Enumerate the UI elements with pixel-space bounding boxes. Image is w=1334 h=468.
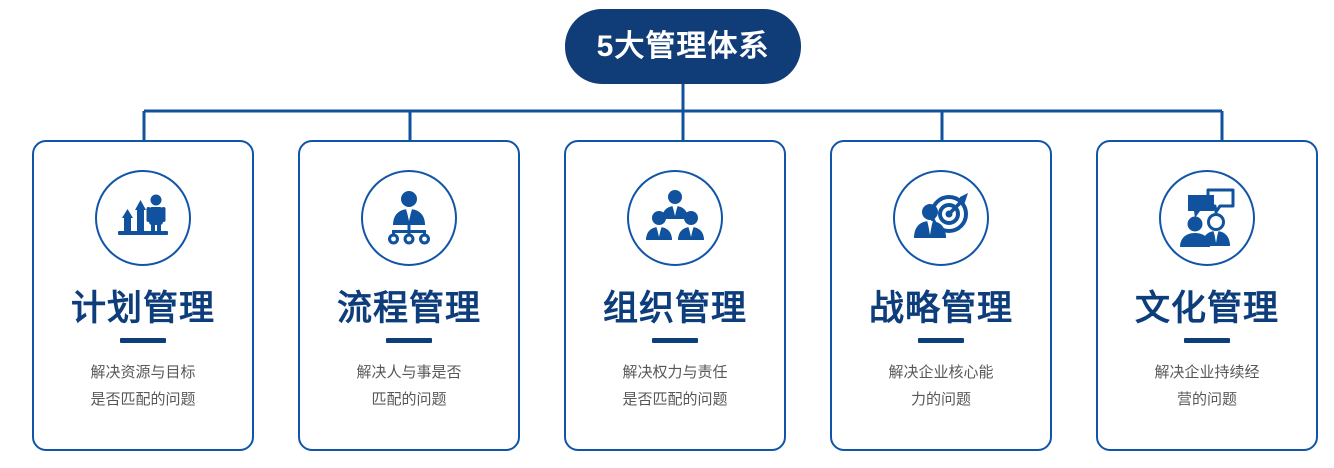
title-divider bbox=[1184, 337, 1230, 343]
title-divider bbox=[652, 337, 698, 343]
card-title: 流程管理 bbox=[336, 289, 481, 328]
diagram-title-text: 5大管理体系 bbox=[596, 29, 770, 63]
title-divider bbox=[386, 337, 432, 343]
card-strategy-management[interactable]: 战略管理 解决企业核心能 力的问题 bbox=[830, 140, 1052, 451]
card-plan-management[interactable]: 计划管理 解决资源与目标 是否匹配的问题 bbox=[32, 140, 254, 451]
card-description-line-1: 解决企业核心能 bbox=[888, 363, 994, 381]
card-description-line-2: 是否匹配的问题 bbox=[90, 391, 196, 409]
card-description-line-1: 解决资源与目标 bbox=[90, 363, 196, 381]
card-description: 解决企业持续经 营的问题 bbox=[1154, 359, 1259, 415]
card-description-line-1: 解决权力与责任 bbox=[622, 363, 728, 381]
two-people-speech-bubbles-icon bbox=[1180, 188, 1235, 247]
person-target-dart-icon bbox=[914, 193, 968, 238]
icon-circle bbox=[627, 170, 723, 266]
card-title: 组织管理 bbox=[602, 289, 747, 328]
card-row: 计划管理 解决资源与目标 是否匹配的问题 bbox=[0, 140, 1334, 452]
card-culture-management[interactable]: 文化管理 解决企业持续经 营的问题 bbox=[1096, 140, 1318, 451]
diagram-title-badge: 5大管理体系 bbox=[565, 9, 801, 84]
card-description: 解决人与事是否 匹配的问题 bbox=[356, 359, 461, 415]
card-description-line-1: 解决企业持续经 bbox=[1154, 363, 1260, 381]
card-description-line-2: 力的问题 bbox=[910, 391, 971, 409]
card-description: 解决权力与责任 是否匹配的问题 bbox=[622, 359, 727, 415]
icon-circle bbox=[893, 170, 989, 266]
icon-circle bbox=[95, 170, 191, 266]
card-process-management[interactable]: 流程管理 解决人与事是否 匹配的问题 bbox=[298, 140, 520, 451]
card-description-line-2: 营的问题 bbox=[1176, 391, 1237, 409]
card-description-line-1: 解决人与事是否 bbox=[356, 363, 462, 381]
three-people-team-icon bbox=[646, 190, 704, 240]
card-organization-management[interactable]: 组织管理 解决权力与责任 是否匹配的问题 bbox=[564, 140, 786, 451]
title-divider bbox=[120, 337, 166, 343]
icon-circle bbox=[361, 170, 457, 266]
card-description: 解决资源与目标 是否匹配的问题 bbox=[90, 359, 195, 415]
card-description-line-2: 是否匹配的问题 bbox=[622, 391, 728, 409]
icon-circle bbox=[1159, 170, 1255, 266]
card-title: 战略管理 bbox=[868, 289, 1013, 328]
card-description: 解决企业核心能 力的问题 bbox=[888, 359, 993, 415]
person-growth-chart-icon bbox=[118, 194, 168, 235]
person-process-nodes-icon bbox=[388, 191, 430, 245]
title-divider bbox=[918, 337, 964, 343]
card-title: 文化管理 bbox=[1134, 289, 1279, 328]
card-title: 计划管理 bbox=[70, 289, 215, 328]
card-description-line-2: 匹配的问题 bbox=[371, 391, 447, 409]
